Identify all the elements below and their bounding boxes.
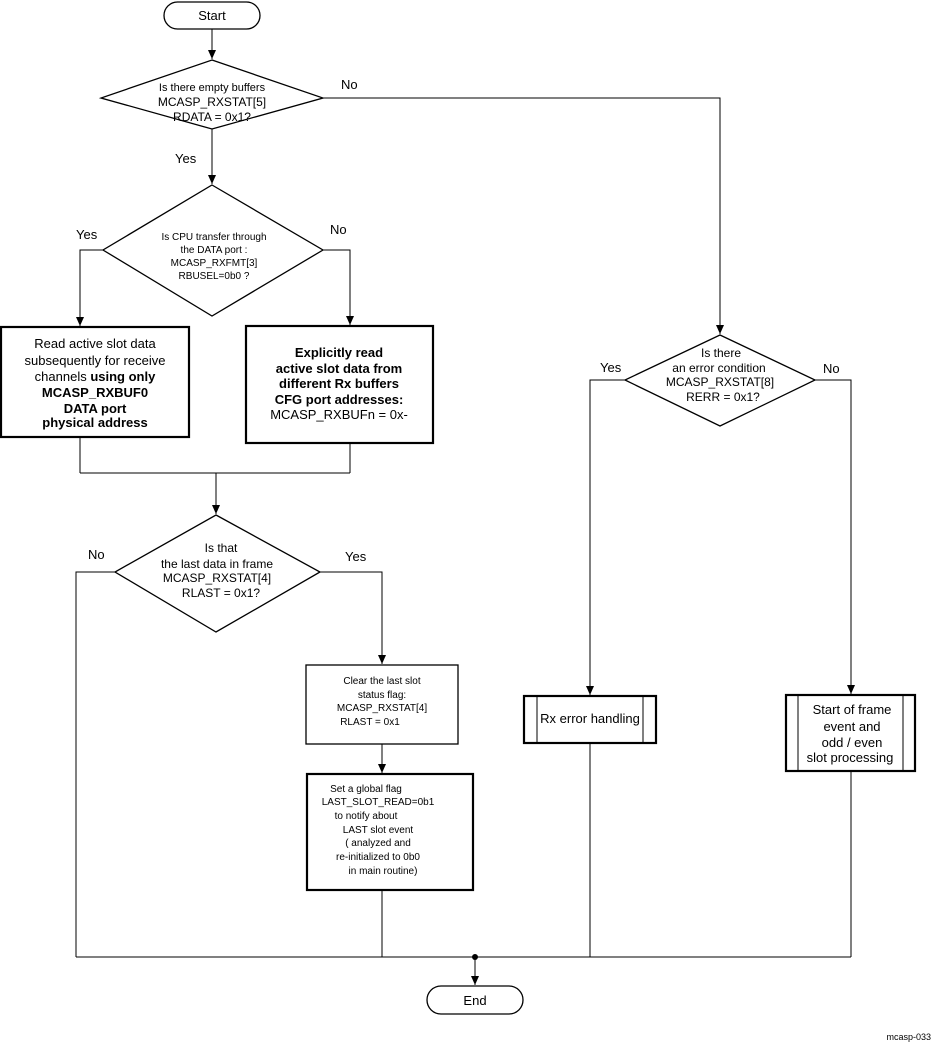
global-line6: re-initialized to 0b0: [336, 852, 420, 863]
clear-line2: status flag:: [358, 690, 406, 701]
decision-error-line3: MCASP_RXSTAT[8]: [666, 375, 774, 389]
box-read-active-slot: Read active slot data subsequently for r…: [0, 325, 191, 439]
end-terminal: End: [426, 985, 524, 1015]
global-line4: LAST slot event: [343, 825, 414, 836]
clear-line1: Clear the last slot: [343, 676, 420, 687]
cpu-no-label: No: [330, 222, 347, 237]
decision-last-line3: MCASP_RXSTAT[4]: [163, 571, 271, 585]
arrow-error-yes-to-rx: [586, 379, 625, 695]
decision-error-condition: Is there an error condition MCASP_RXSTAT…: [623, 334, 817, 427]
explicit-line1: Explicitly read: [295, 345, 383, 360]
box-rx-error-handling: Rx error handling: [522, 694, 658, 745]
start-terminal: Start: [163, 1, 261, 30]
cpu-yes-label: Yes: [76, 227, 98, 242]
box-explicit-read: Explicitly read active slot data from di…: [244, 324, 435, 445]
error-no-label: No: [823, 361, 840, 376]
frame-line2: event and: [823, 719, 880, 734]
frame-line1: Start of frame: [813, 702, 892, 717]
box-clear-last-slot: Clear the last slot status flag: MCASP_R…: [305, 664, 459, 745]
arrow-cpu-no-to-explicit: [323, 249, 354, 325]
empty-no-label: No: [341, 77, 358, 92]
global-line3: to notify about: [335, 811, 398, 822]
rx-error-label: Rx error handling: [540, 711, 640, 726]
box-start-of-frame: Start of frame event and odd / even slot…: [784, 693, 917, 773]
decision-cpu-line4: RBUSEL=0b0 ?: [179, 271, 250, 282]
explicit-line2: active slot data from: [276, 361, 402, 376]
decision-last-line1: Is that: [205, 541, 238, 555]
read-line3-bold: using only: [90, 369, 156, 384]
read-line3-prefix: channels: [35, 369, 91, 384]
figure-id: mcasp-033: [886, 1032, 931, 1042]
frame-line4: slot processing: [807, 750, 894, 765]
global-line2: LAST_SLOT_READ=0b1: [322, 797, 435, 808]
frame-line3: odd / even: [822, 735, 883, 750]
end-label: End: [463, 993, 486, 1008]
global-line1: Set a global flag: [330, 784, 402, 795]
global-line7: in main routine): [349, 866, 418, 877]
empty-yes-label: Yes: [175, 151, 197, 166]
box-global-flag: Set a global flag LAST_SLOT_READ=0b1 to …: [305, 772, 475, 892]
decision-empty-line1: Is there empty buffers: [159, 82, 266, 94]
global-line5: ( analyzed and: [345, 838, 411, 849]
decision-empty-buffers: Is there empty buffers MCASP_RXSTAT[5] R…: [98, 59, 326, 130]
decision-error-line4: RERR = 0x1?: [686, 390, 760, 404]
read-line3: channels using only: [35, 369, 156, 384]
explicit-line3: different Rx buffers: [279, 376, 399, 391]
decision-cpu-transfer: Is CPU transfer through the DATA port : …: [101, 184, 325, 317]
read-line5: DATA port: [64, 401, 127, 416]
read-line2: subsequently for receive: [25, 353, 166, 368]
decision-cpu-line1: Is CPU transfer through: [161, 232, 266, 243]
read-line6: physical address: [42, 415, 148, 430]
decision-error-line1: Is there: [701, 346, 741, 360]
explicit-line5: MCASP_RXBUFn = 0x-: [270, 407, 408, 422]
explicit-line4: CFG port addresses:: [275, 392, 404, 407]
clear-line3: MCASP_RXSTAT[4]: [337, 703, 427, 714]
arrow-last-yes-to-clear: [320, 571, 386, 664]
decision-cpu-line3: MCASP_RXFMT[3]: [171, 258, 258, 269]
decision-empty-line2: MCASP_RXSTAT[5]: [158, 95, 266, 109]
read-line4: MCASP_RXBUF0: [42, 385, 148, 400]
start-label: Start: [198, 8, 226, 23]
connectors: [75, 29, 855, 985]
arrow-cpu-yes-to-read: [76, 249, 103, 326]
clear-line4: RLAST = 0x1: [340, 717, 400, 728]
last-no-label: No: [88, 547, 105, 562]
decision-error-line2: an error condition: [672, 361, 765, 375]
decision-empty-line3: RDATA = 0x1?: [173, 110, 251, 124]
decision-last-line4: RLAST = 0x1?: [182, 586, 260, 600]
error-yes-label: Yes: [600, 360, 622, 375]
last-yes-label: Yes: [345, 549, 367, 564]
line-last-no-down: [75, 571, 115, 957]
decision-cpu-line2: the DATA port :: [181, 245, 248, 256]
read-line1: Read active slot data: [34, 336, 156, 351]
decision-last-line2: the last data in frame: [161, 557, 273, 571]
decision-last-data: Is that the last data in frame MCASP_RXS…: [113, 514, 322, 633]
arrow-empty-no-to-error: [323, 97, 724, 334]
arrow-error-no-to-frame: [815, 379, 855, 694]
